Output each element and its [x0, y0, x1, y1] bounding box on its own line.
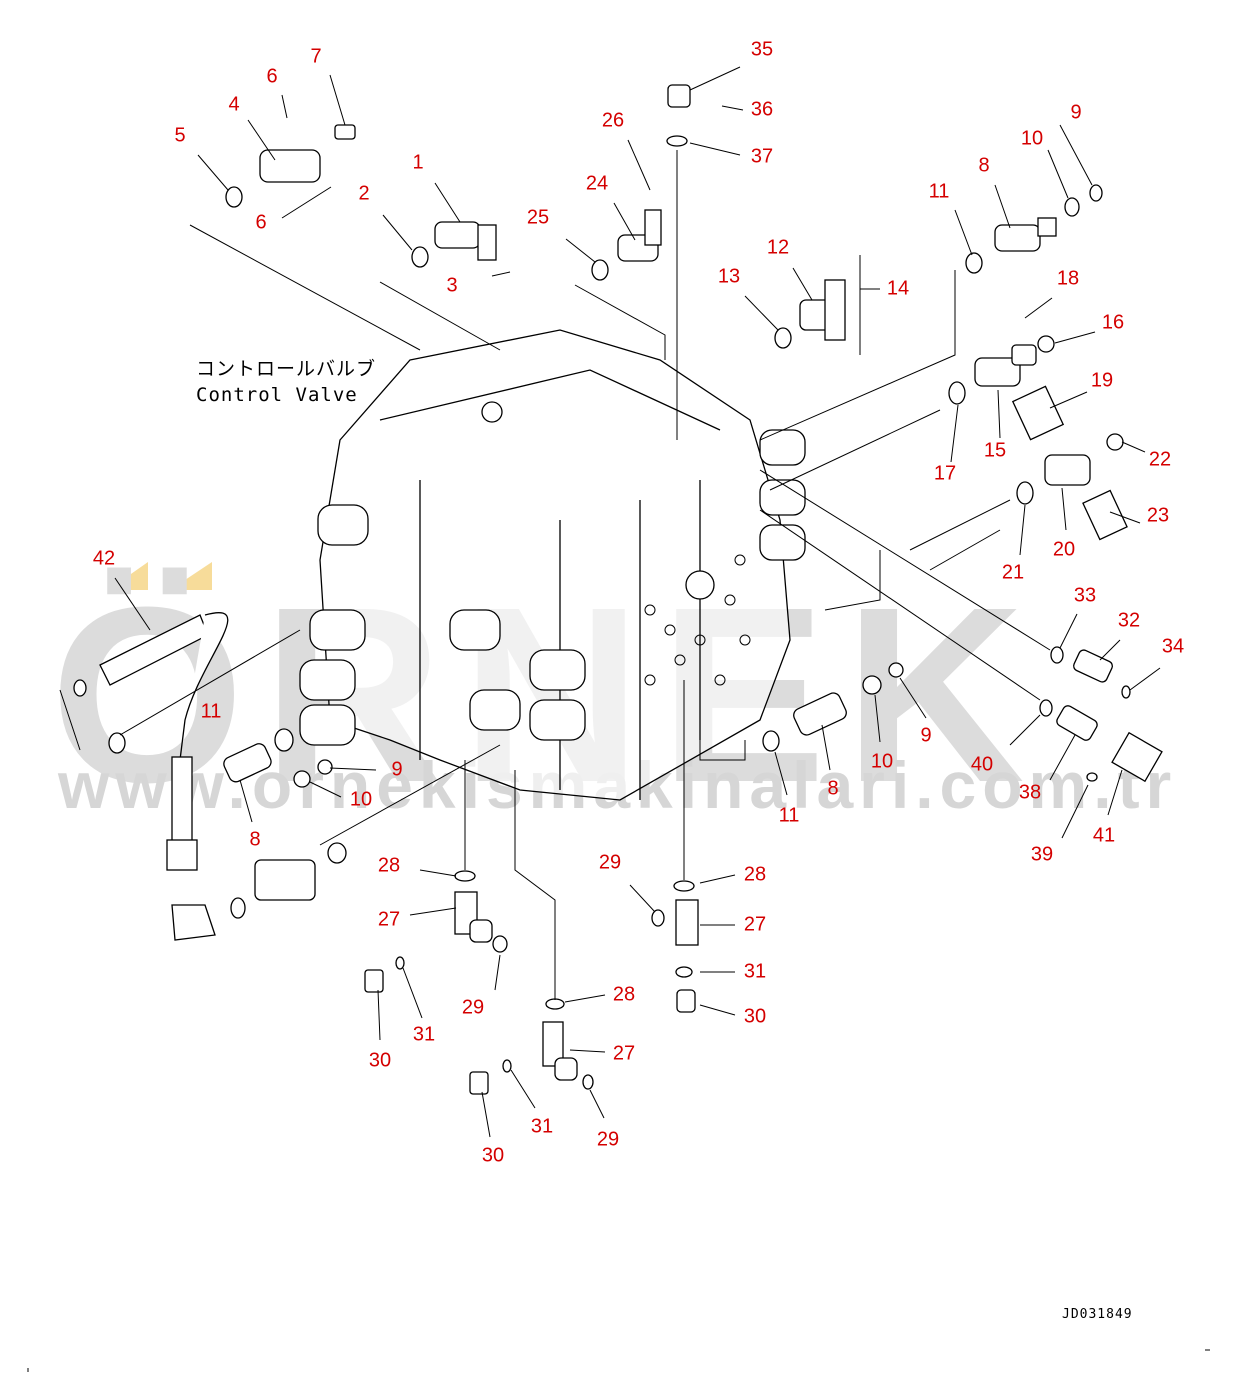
part-callout[interactable]: 15 — [983, 439, 1007, 462]
part-callout[interactable]: 19 — [1090, 369, 1114, 392]
part-callout[interactable]: 22 — [1148, 448, 1172, 471]
drawing-code: JD031849 — [1062, 1307, 1133, 1322]
part-callout[interactable]: 7 — [310, 45, 322, 68]
part-callout[interactable]: 25 — [526, 206, 550, 229]
part-callout[interactable]: 13 — [717, 265, 741, 288]
part-callout[interactable]: 36 — [750, 98, 774, 121]
part-callout[interactable]: 27 — [743, 913, 767, 936]
part-callout[interactable]: 17 — [933, 462, 957, 485]
part-callout[interactable]: 14 — [886, 277, 910, 300]
part-callout[interactable]: 6 — [255, 211, 267, 234]
part-callout[interactable]: 6 — [266, 65, 278, 88]
part-callout[interactable]: 28 — [743, 863, 767, 886]
part-callout[interactable]: 30 — [368, 1049, 392, 1072]
part-callout[interactable]: 41 — [1092, 824, 1116, 847]
spool-caps — [299, 401, 806, 746]
part-callout[interactable]: 11 — [778, 804, 800, 827]
part-callout[interactable]: 10 — [870, 750, 894, 773]
part-callout[interactable]: 31 — [412, 1023, 436, 1046]
pipe-assembly — [99, 612, 316, 941]
part-callout[interactable]: 35 — [750, 38, 774, 61]
part-callout[interactable]: 37 — [750, 145, 774, 168]
part-callout[interactable]: 42 — [92, 547, 116, 570]
part-callout[interactable]: 9 — [920, 724, 932, 747]
part-callout[interactable]: 8 — [978, 154, 990, 177]
part-callout[interactable]: 38 — [1018, 781, 1042, 804]
crop-marks — [27, 1349, 1210, 1372]
part-callout[interactable]: 30 — [481, 1144, 505, 1167]
part-callout[interactable]: 33 — [1073, 584, 1097, 607]
part-callout[interactable]: 20 — [1052, 538, 1076, 561]
part-callout[interactable]: 12 — [766, 236, 790, 259]
part-callout[interactable]: 39 — [1030, 843, 1054, 866]
diagram-title: コントロールバルブ Control Valve — [196, 356, 376, 408]
part-callout[interactable]: 32 — [1117, 609, 1141, 632]
part-callout[interactable]: 29 — [461, 996, 485, 1019]
part-callout[interactable]: 28 — [377, 854, 401, 877]
part-callout[interactable]: 26 — [601, 109, 625, 132]
part-callout[interactable]: 29 — [596, 1128, 620, 1151]
part-callout[interactable]: 10 — [1020, 127, 1044, 150]
valve-ports — [644, 554, 751, 686]
part-callout[interactable]: 30 — [743, 1005, 767, 1028]
title-english: Control Valve — [196, 384, 358, 406]
title-japanese: コントロールバルブ — [196, 358, 377, 380]
part-callout[interactable]: 27 — [612, 1042, 636, 1065]
part-callout[interactable]: 23 — [1146, 504, 1170, 527]
part-callout[interactable]: 11 — [928, 180, 950, 203]
fittings — [223, 84, 1163, 1095]
part-callout[interactable]: 34 — [1161, 635, 1185, 658]
part-callout[interactable]: 8 — [827, 777, 839, 800]
part-callout[interactable]: 9 — [1070, 101, 1082, 124]
part-callout[interactable]: 28 — [612, 983, 636, 1006]
part-callout[interactable]: 24 — [585, 172, 609, 195]
part-callout[interactable]: 8 — [249, 828, 261, 851]
part-callout[interactable]: 21 — [1001, 561, 1025, 584]
part-callout[interactable]: 27 — [377, 908, 401, 931]
part-callout[interactable]: 10 — [349, 788, 373, 811]
part-callout[interactable]: 5 — [174, 124, 186, 147]
part-callout[interactable]: 31 — [530, 1115, 554, 1138]
leader-lines — [59, 66, 1161, 1138]
part-callout[interactable]: 11 — [200, 700, 222, 723]
part-callout[interactable]: 29 — [598, 851, 622, 874]
part-callout[interactable]: 18 — [1056, 267, 1080, 290]
part-callout[interactable]: 1 — [412, 151, 424, 174]
part-callout[interactable]: 40 — [970, 753, 994, 776]
part-callout[interactable]: 9 — [391, 758, 403, 781]
part-callout[interactable]: 16 — [1101, 311, 1125, 334]
part-callout[interactable]: 3 — [446, 274, 458, 297]
part-callout[interactable]: 31 — [743, 960, 767, 983]
o-rings — [73, 135, 1131, 1090]
part-callout[interactable]: 2 — [358, 182, 370, 205]
part-callout[interactable]: 4 — [228, 93, 240, 116]
